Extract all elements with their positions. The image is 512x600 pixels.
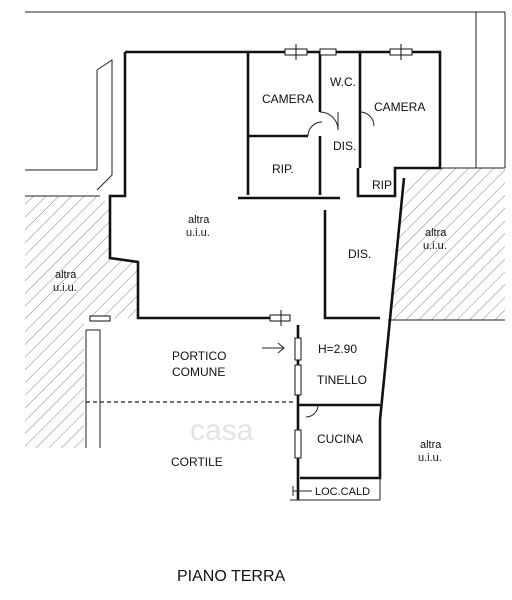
room-label-dis-lower: DIS.	[348, 247, 371, 261]
room-label-portico-line1: PORTICO	[172, 349, 226, 363]
room-label-cucina: CUCINA	[317, 432, 363, 446]
room-label-rip-right: RIP	[372, 178, 392, 192]
room-label-wc: W.C.	[330, 75, 356, 89]
room-label-loc-cald: LOC.CALD	[315, 486, 370, 498]
room-label-camera-right: CAMERA	[374, 100, 425, 114]
room-label-cortile: CORTILE	[171, 455, 223, 469]
other-unit-right-bottom-line2: u.i.u.	[418, 452, 442, 464]
watermark-text: casa	[190, 414, 254, 447]
other-unit-center-line2: u.i.u.	[186, 227, 210, 239]
other-unit-right-top-line2: u.i.u.	[423, 240, 447, 252]
apartment-walls	[108, 50, 442, 501]
other-unit-right-top-line1: altra	[425, 227, 447, 239]
other-unit-right-bottom-line1: altra	[420, 439, 442, 451]
floor-title: PIANO TERRA	[177, 568, 286, 585]
window-marks	[89, 44, 413, 496]
door-swings	[305, 111, 375, 418]
height-note: H=2.90	[318, 342, 357, 356]
room-label-camera-left: CAMERA	[262, 92, 313, 106]
other-unit-left-line2: u.i.u.	[53, 282, 77, 294]
hatched-area-left	[25, 196, 138, 448]
room-label-dis-upper: DIS.	[333, 139, 356, 153]
room-label-rip-left: RIP.	[272, 162, 294, 176]
other-unit-center-line1: altra	[188, 214, 210, 226]
room-label-tinello: TINELLO	[317, 373, 367, 387]
room-label-portico-line2: COMUNE	[172, 365, 225, 379]
boundary-lines	[25, 11, 506, 321]
hatched-area-right	[388, 168, 505, 320]
other-unit-left-line1: altra	[55, 269, 77, 281]
portico-lines	[85, 329, 296, 448]
